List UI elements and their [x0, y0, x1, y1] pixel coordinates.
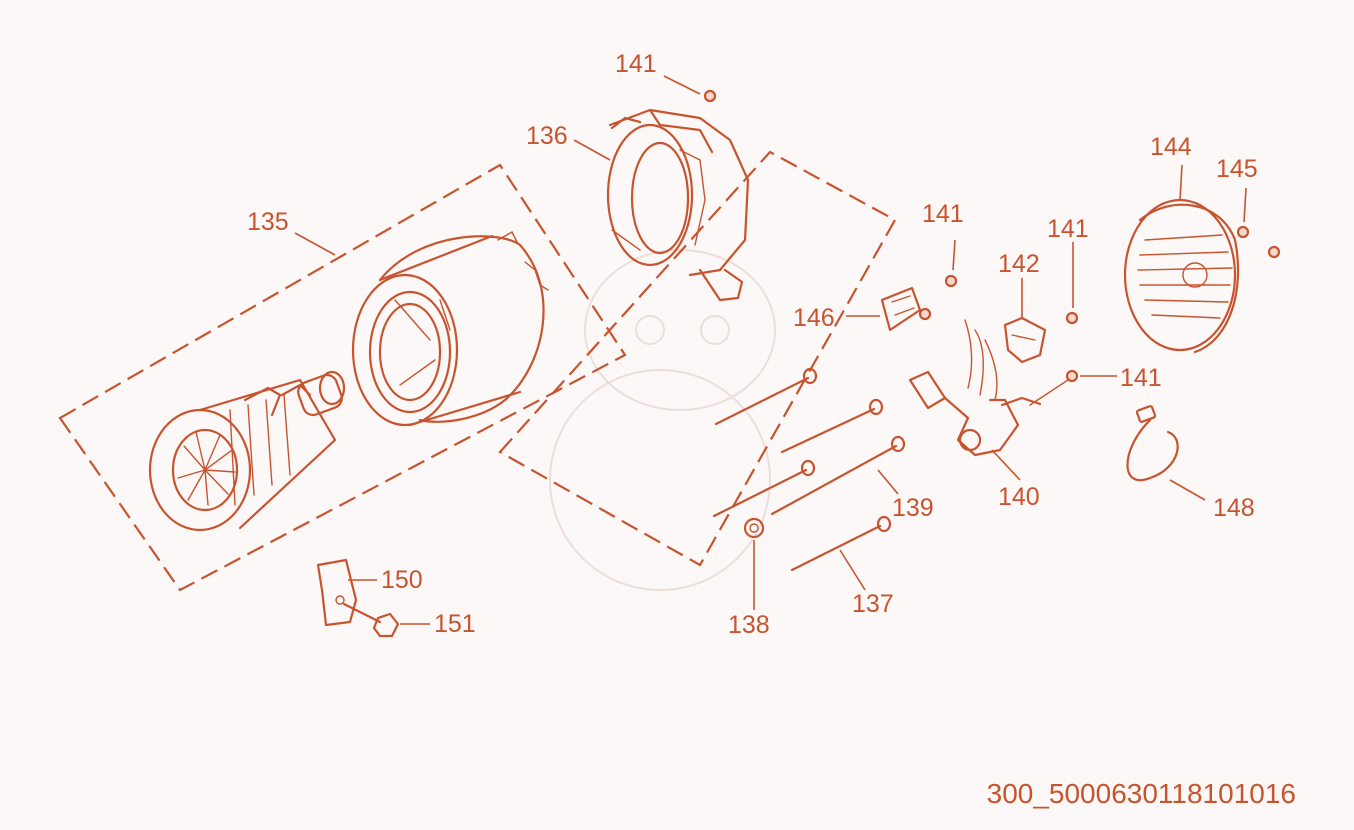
drawing-code: 300_5000630118101016	[987, 778, 1296, 809]
label-140: 140	[998, 483, 1040, 511]
assembly-boundary-136	[498, 150, 897, 567]
screws-141	[703, 89, 1079, 406]
label-137: 137	[852, 590, 894, 618]
watermark-figure	[549, 249, 776, 591]
label-142: 142	[998, 250, 1040, 278]
label-139: 139	[892, 494, 934, 522]
label-138: 138	[728, 611, 770, 639]
bolt-151	[342, 602, 400, 638]
label-141-center: 141	[922, 200, 964, 228]
label-141-lower: 141	[1120, 364, 1162, 392]
label-145: 145	[1216, 155, 1258, 183]
label-146: 146	[793, 304, 835, 332]
leader-lines	[294, 75, 1247, 625]
brush-146	[880, 286, 932, 332]
label-141-right: 141	[1047, 215, 1089, 243]
label-141-top: 141	[615, 50, 657, 78]
wire-harness-148	[1126, 405, 1179, 482]
screws-145	[1236, 225, 1281, 259]
end-bracket-136	[606, 108, 750, 302]
end-cover-144	[1123, 198, 1240, 354]
label-144: 144	[1150, 133, 1192, 161]
assembly-boundary-135	[58, 163, 627, 592]
stator-135	[351, 231, 549, 427]
label-151: 151	[434, 610, 476, 638]
label-148: 148	[1213, 494, 1255, 522]
label-150: 150	[381, 566, 423, 594]
regulator-140	[908, 319, 1042, 457]
label-135: 135	[247, 208, 289, 236]
label-136: 136	[526, 122, 568, 150]
washer-138	[743, 517, 765, 539]
plate-150	[316, 558, 358, 627]
rotor-135	[148, 370, 346, 532]
bolts-137-139	[712, 367, 906, 572]
bracket-142	[1003, 316, 1047, 364]
